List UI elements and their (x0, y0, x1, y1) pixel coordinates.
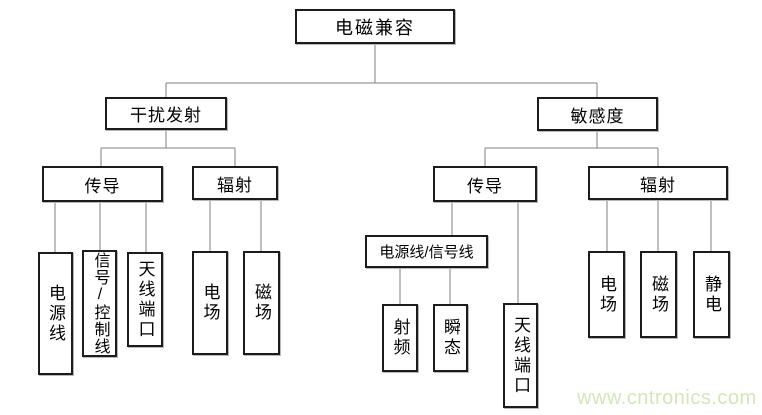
node-e-field-right: 电场 (588, 251, 625, 338)
node-radiation-left: 辐射 (192, 166, 278, 200)
node-m-field-right-label: 磁场 (649, 274, 668, 315)
node-signal-control-line: 信号/控制线 (82, 250, 117, 357)
node-susceptibility-label: 敏感度 (570, 106, 625, 126)
node-e-field-left-label: 电场 (200, 283, 220, 323)
node-conduction-right-label: 传导 (467, 176, 503, 196)
node-rf-label: 射频 (390, 318, 410, 358)
node-susceptibility: 敏感度 (537, 97, 658, 131)
node-power-line-label: 电源线 (46, 283, 65, 344)
node-emc: 电磁兼容 (295, 9, 455, 44)
node-radiation-right-label: 辐射 (640, 175, 676, 195)
node-emission: 干扰发射 (105, 97, 227, 130)
node-e-field-left: 电场 (192, 251, 228, 355)
node-antenna-port-left: 天线端口 (127, 252, 163, 347)
node-emc-label: 电磁兼容 (335, 17, 415, 38)
node-antenna-port-left-label: 天线端口 (135, 259, 155, 340)
node-transient: 瞬态 (433, 304, 468, 372)
node-power-signal-line: 电源线/信号线 (365, 235, 488, 268)
node-m-field-right: 磁场 (640, 251, 677, 338)
node-m-field-left: 磁场 (243, 251, 280, 355)
node-power-signal-line-label: 电源线/信号线 (379, 244, 474, 261)
node-m-field-left-label: 磁场 (252, 283, 271, 323)
node-radiation-right: 辐射 (588, 166, 728, 200)
node-antenna-port-right: 天线端口 (503, 303, 538, 408)
node-conduction-left: 传导 (42, 166, 163, 202)
node-rf: 射频 (382, 304, 418, 372)
node-conduction-left-label: 传导 (84, 176, 121, 196)
node-power-line: 电源线 (38, 252, 73, 375)
node-transient-label: 瞬态 (441, 318, 460, 358)
node-static-electricity: 静电 (693, 251, 730, 338)
node-emission-label: 干扰发射 (130, 106, 202, 125)
node-radiation-left-label: 辐射 (217, 175, 253, 195)
node-antenna-port-right-label: 天线端口 (511, 315, 530, 396)
node-signal-control-line-label: 信号/控制线 (91, 252, 109, 355)
node-conduction-right: 传导 (433, 166, 537, 202)
node-static-electricity-label: 静电 (702, 274, 721, 315)
node-e-field-right-label: 电场 (597, 274, 616, 315)
watermark-cntronics: www.cntronics.com (577, 387, 757, 409)
